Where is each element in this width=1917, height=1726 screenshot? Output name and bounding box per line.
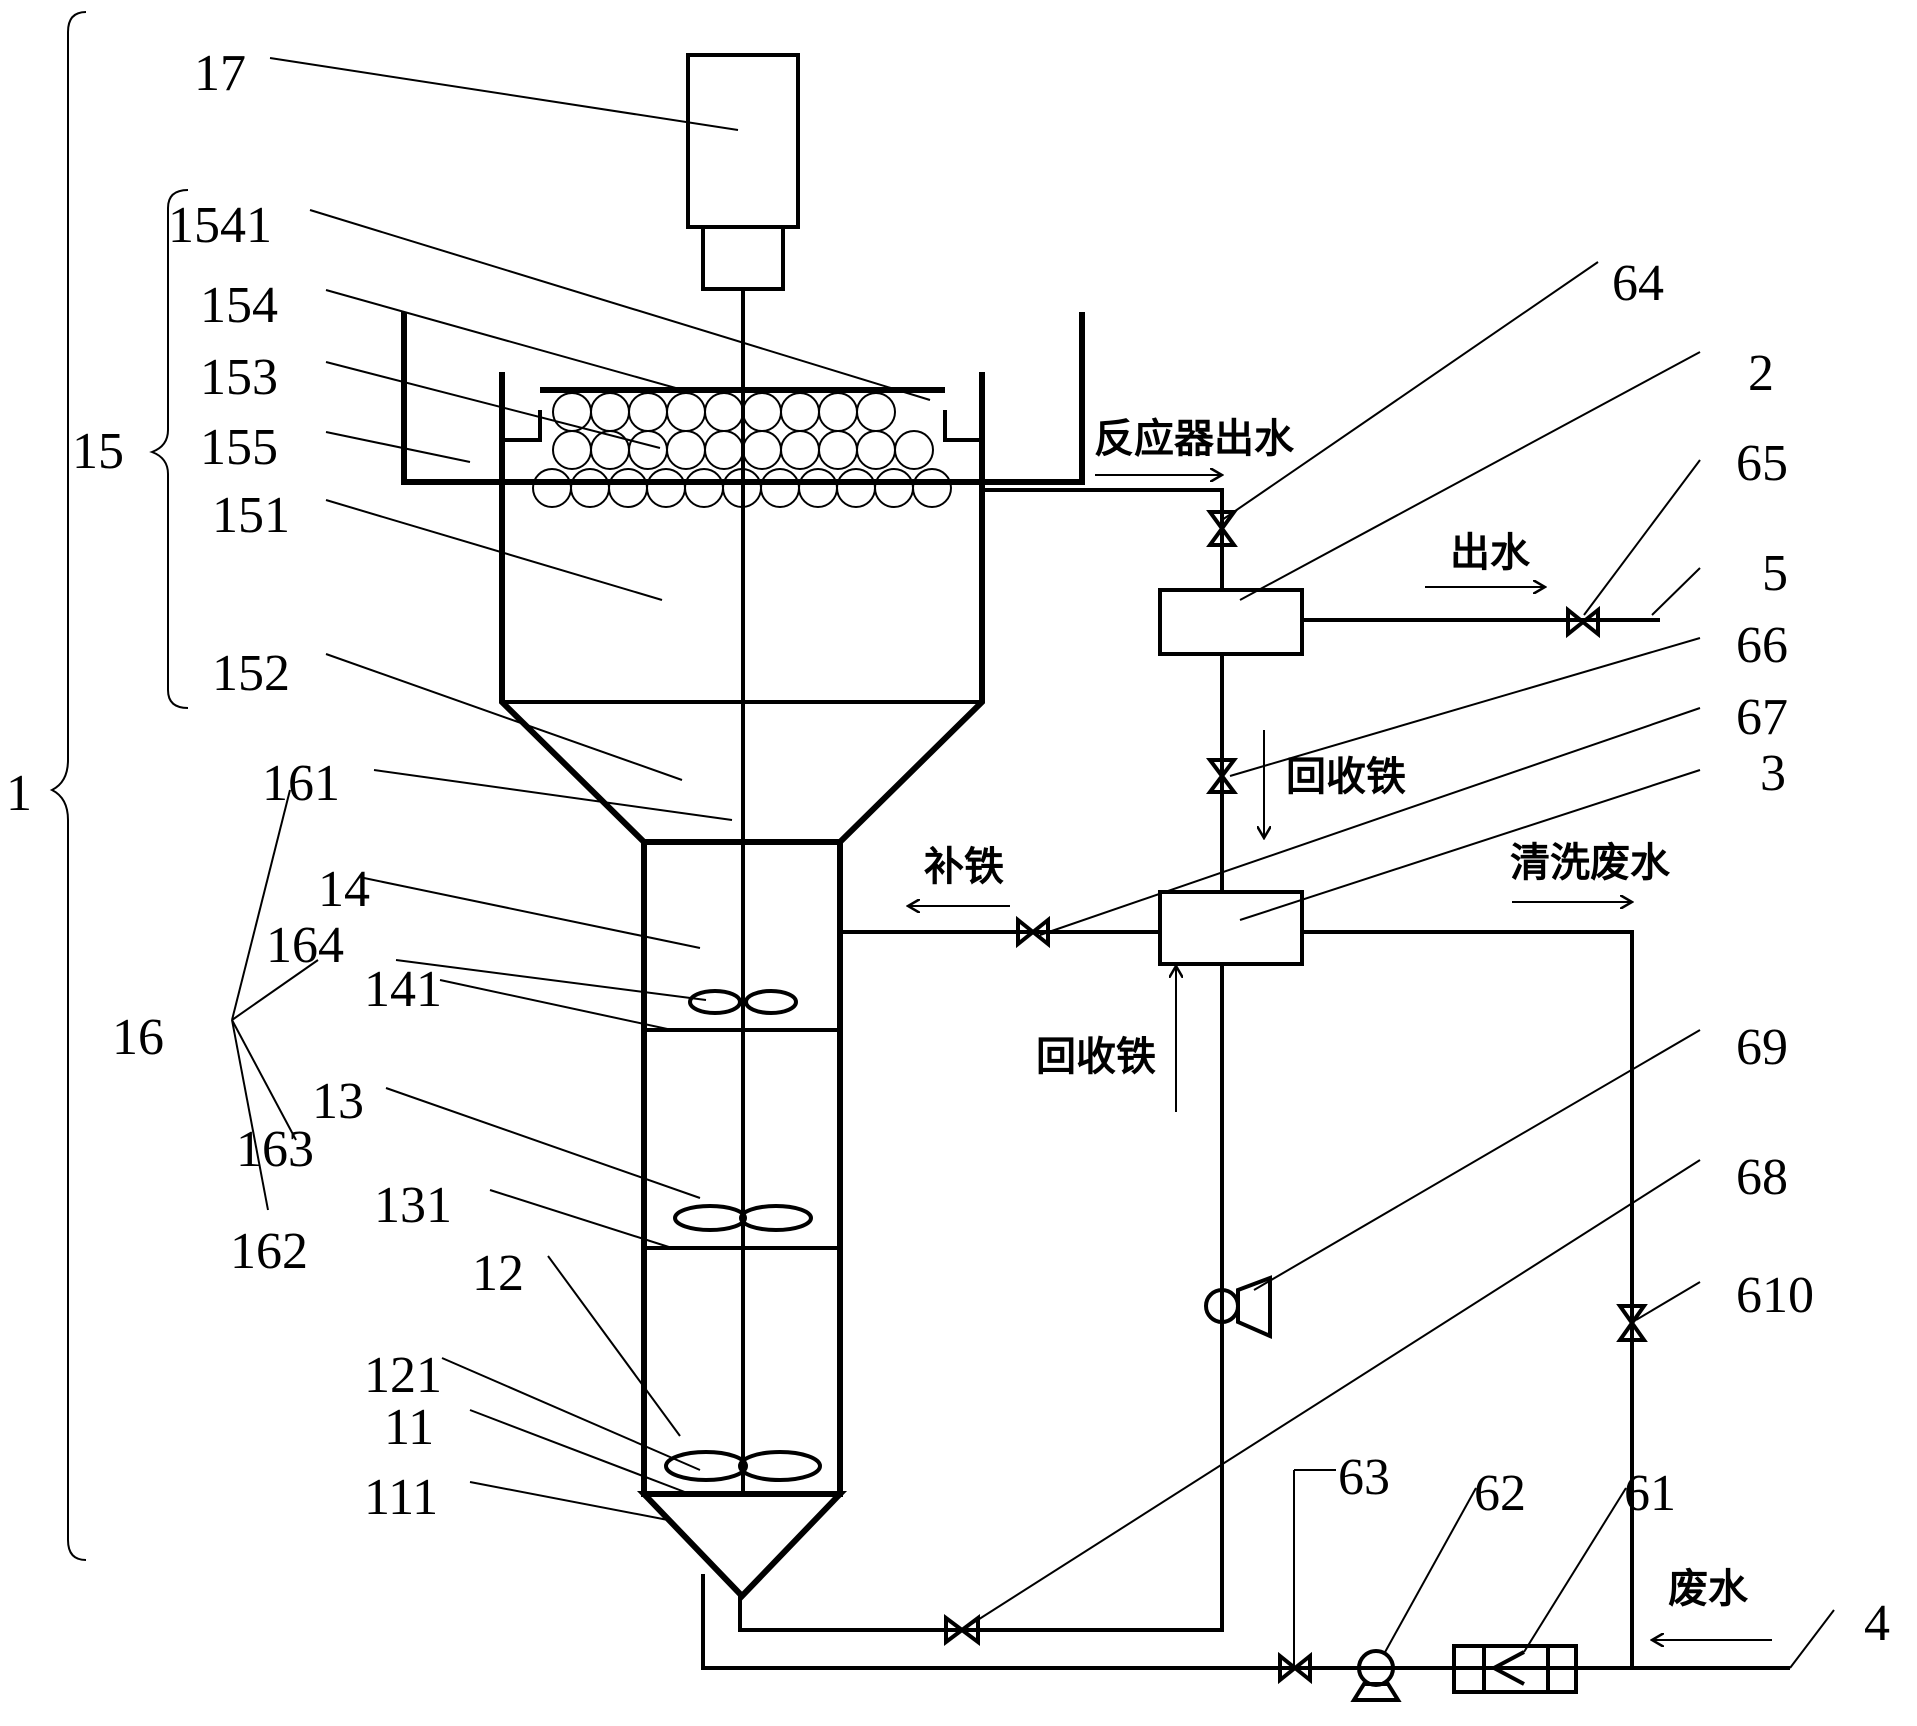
- flow-reactor-outlet: 反应器出水: [1094, 416, 1295, 462]
- valve-64: [1206, 510, 1238, 547]
- label-2: 2: [1748, 345, 1774, 402]
- flowmeter-61: [1452, 1644, 1578, 1694]
- flow-recover-iron-down: 回收铁: [1286, 754, 1406, 800]
- flow-wash-wastewater: 清洗废水: [1510, 840, 1671, 886]
- label-154: 154: [200, 277, 278, 334]
- separator-2: [1158, 588, 1304, 656]
- label-13: 13: [312, 1073, 364, 1130]
- valve-63: [1278, 1651, 1312, 1685]
- label-111: 111: [364, 1469, 438, 1526]
- flow-recover-iron-up: 回收铁: [1036, 1034, 1156, 1080]
- label-68: 68: [1736, 1149, 1788, 1206]
- label-152: 152: [212, 645, 290, 702]
- label-15: 15: [72, 423, 124, 480]
- label-63: 63: [1338, 1449, 1390, 1506]
- flow-supplement-iron: 补铁: [924, 844, 1004, 890]
- label-17: 17: [194, 45, 246, 102]
- label-1: 1: [6, 765, 32, 822]
- flow-outlet: 出水: [1450, 530, 1531, 576]
- impeller-14: [688, 989, 798, 1015]
- label-163: 163: [236, 1121, 314, 1178]
- pump-62: [1350, 1649, 1402, 1702]
- reactor-outlet-pipe: [982, 488, 1224, 592]
- label-131: 131: [374, 1177, 452, 1234]
- motor-coupling: [701, 225, 785, 291]
- label-66: 66: [1736, 617, 1788, 674]
- flow-labels: 反应器出水 出水 回收铁 补铁 清洗废水 回收铁 废水: [924, 416, 1749, 1612]
- label-5: 5: [1762, 545, 1788, 602]
- valve-67: [1016, 915, 1050, 949]
- label-610: 610: [1736, 1267, 1814, 1324]
- wash-wastewater-pipe: [1302, 930, 1634, 1668]
- flow-wastewater: 废水: [1668, 1566, 1749, 1612]
- label-3: 3: [1760, 745, 1786, 802]
- label-65: 65: [1736, 435, 1788, 492]
- brace-15: [149, 189, 189, 709]
- weir-left: [502, 410, 542, 442]
- motor: [686, 53, 800, 229]
- label-164: 164: [266, 917, 344, 974]
- label-153: 153: [200, 349, 278, 406]
- label-61: 61: [1624, 1465, 1676, 1522]
- label-121: 121: [364, 1347, 442, 1404]
- impeller-13: [673, 1204, 813, 1232]
- feed-pipe: [701, 1574, 1790, 1670]
- part-numbers: 17 1541 154 153 15 155 151 152 161 1 14 …: [6, 45, 1890, 1652]
- label-1541: 1541: [168, 197, 272, 254]
- weir-right: [943, 410, 982, 442]
- label-4: 4: [1864, 1595, 1890, 1652]
- magnetic-separator-3: [1158, 890, 1304, 966]
- label-12: 12: [472, 1245, 524, 1302]
- ball-packing: [532, 392, 952, 508]
- label-62: 62: [1474, 1465, 1526, 1522]
- brace-1: [49, 11, 87, 1561]
- bottom-cone: [636, 1491, 848, 1601]
- valve-66: [1206, 758, 1238, 794]
- pump-69: [1204, 1275, 1272, 1340]
- outer-tank: [401, 312, 1085, 485]
- label-141: 141: [364, 961, 442, 1018]
- label-64: 64: [1612, 255, 1664, 312]
- label-11: 11: [384, 1399, 434, 1456]
- label-161: 161: [262, 755, 340, 812]
- valve-68: [944, 1614, 980, 1646]
- valve-65: [1566, 605, 1600, 639]
- impeller-12: [664, 1450, 822, 1482]
- recycle-pipe: [738, 964, 1224, 1632]
- label-14: 14: [318, 861, 370, 918]
- label-155: 155: [200, 419, 278, 476]
- label-69: 69: [1736, 1019, 1788, 1076]
- valve-610: [1616, 1304, 1648, 1342]
- label-16: 16: [112, 1009, 164, 1066]
- leader-lines: [231, 57, 1835, 1669]
- label-162: 162: [230, 1223, 308, 1280]
- label-67: 67: [1736, 689, 1788, 746]
- label-151: 151: [212, 487, 290, 544]
